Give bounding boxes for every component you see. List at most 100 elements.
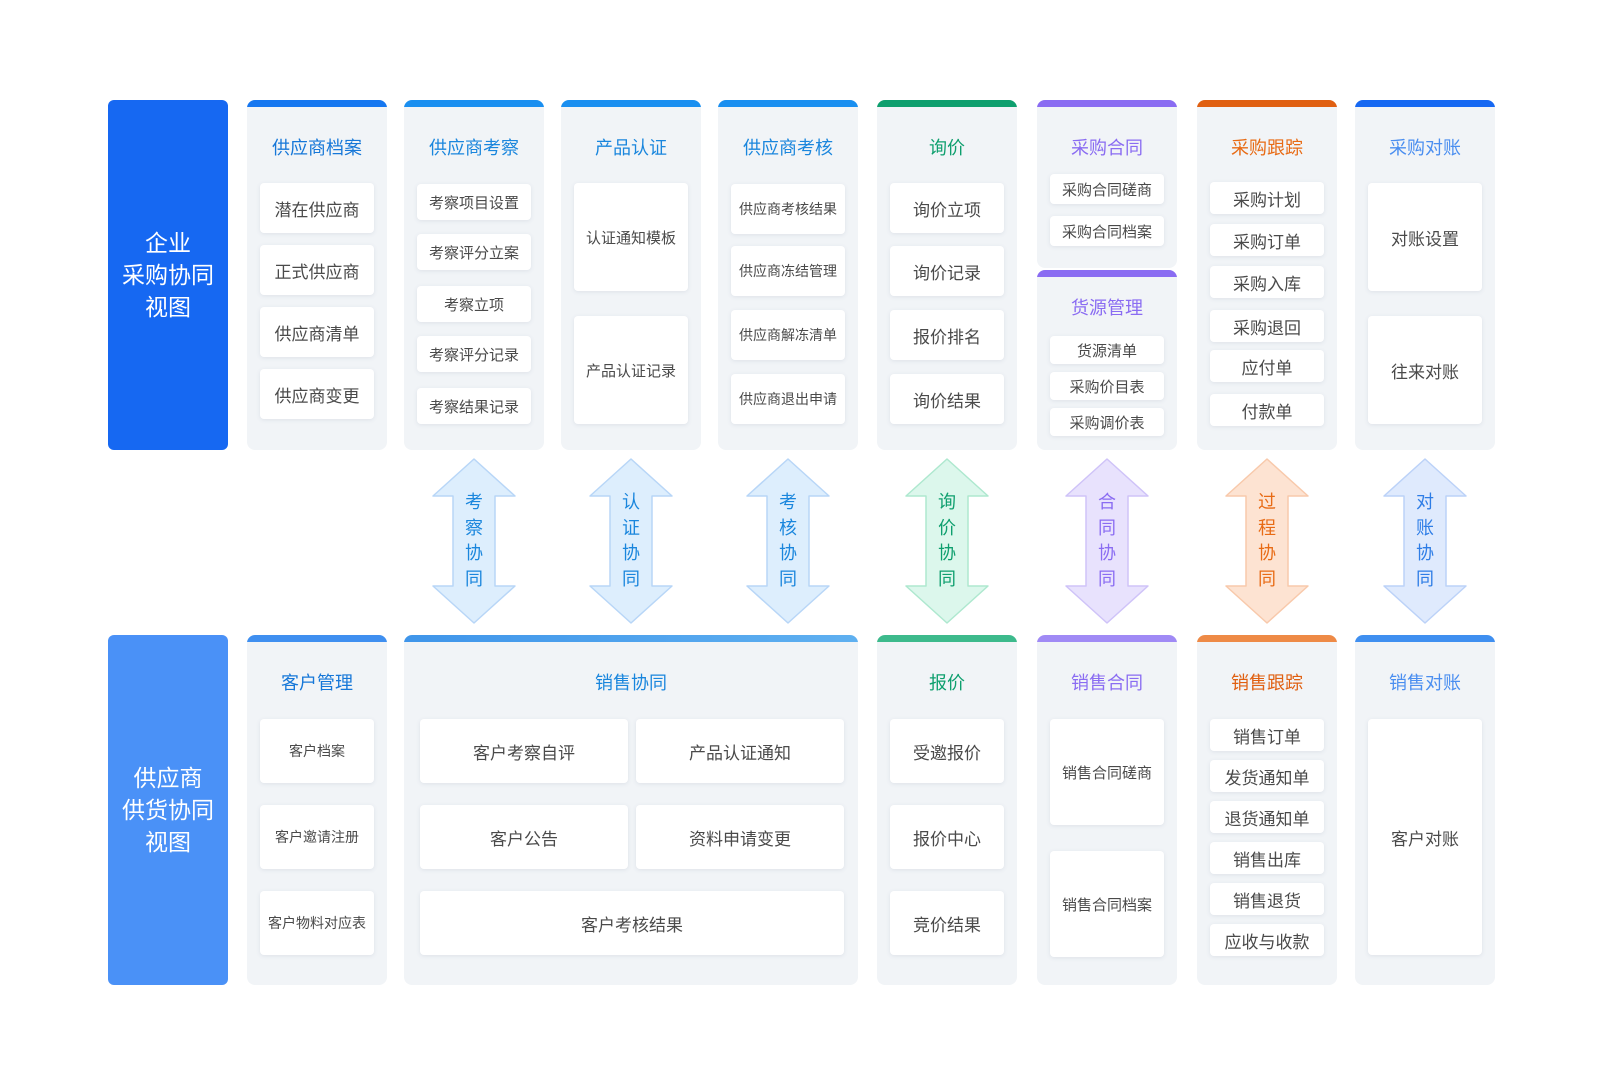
menu-card[interactable]: 潜在供应商 [260, 183, 374, 233]
inquiry-column: 询价 询价立项 询价记录 报价排名 询价结果 [877, 100, 1017, 450]
menu-card[interactable]: 报价中心 [890, 805, 1004, 869]
menu-card[interactable]: 考察评分记录 [417, 336, 531, 372]
arrow-char: 考 [465, 492, 483, 512]
menu-card[interactable]: 发货通知单 [1210, 760, 1324, 792]
menu-card[interactable]: 采购合同档案 [1050, 216, 1164, 246]
menu-card[interactable]: 资料申请变更 [636, 805, 844, 869]
menu-card[interactable]: 受邀报价 [890, 719, 1004, 783]
source-management-column: 货源管理 货源清单 采购价目表 采购调价表 [1037, 270, 1177, 450]
menu-card[interactable]: 供应商考核结果 [731, 184, 845, 234]
menu-card[interactable]: 货源清单 [1050, 336, 1164, 364]
menu-card[interactable]: 付款单 [1210, 394, 1324, 426]
column-accent-bar [561, 100, 701, 107]
menu-card[interactable]: 采购调价表 [1050, 408, 1164, 436]
arrow-char: 协 [1416, 543, 1434, 563]
menu-card[interactable]: 供应商变更 [260, 369, 374, 419]
column-title: 供应商考察 [429, 138, 519, 158]
double-arrow-icon [589, 458, 673, 624]
menu-card[interactable]: 正式供应商 [260, 245, 374, 295]
supplier-label-line: 视图 [145, 829, 191, 855]
menu-card[interactable]: 应付单 [1210, 350, 1324, 382]
double-arrow-icon [1383, 458, 1467, 624]
supplier-inspection-column: 供应商考察 考察项目设置 考察评分立案 考察立项 考察评分记录 考察结果记录 [404, 100, 544, 450]
menu-card[interactable]: 考察项目设置 [417, 184, 531, 220]
column-accent-bar [1197, 100, 1337, 107]
menu-card[interactable]: 采购订单 [1210, 224, 1324, 256]
purchase-reconciliation-column: 采购对账 对账设置 往来对账 [1355, 100, 1495, 450]
menu-card[interactable]: 应收与收款 [1210, 924, 1324, 956]
menu-card[interactable]: 采购退回 [1210, 310, 1324, 342]
menu-card[interactable]: 供应商清单 [260, 307, 374, 357]
menu-card[interactable]: 对账设置 [1368, 183, 1482, 291]
menu-card[interactable]: 客户档案 [260, 719, 374, 783]
menu-card[interactable]: 竞价结果 [890, 891, 1004, 955]
menu-card[interactable]: 询价立项 [890, 183, 1004, 233]
enterprise-label-line: 企业 [145, 230, 191, 256]
double-arrow-icon [905, 458, 989, 624]
menu-card[interactable]: 客户公告 [420, 805, 628, 869]
menu-card[interactable]: 销售出库 [1210, 842, 1324, 874]
menu-card[interactable]: 采购计划 [1210, 182, 1324, 214]
menu-card[interactable]: 考察评分立案 [417, 234, 531, 270]
arrow-char: 价 [938, 517, 956, 538]
column-accent-bar [877, 100, 1017, 107]
arrow-char: 同 [622, 568, 640, 589]
arrow-char: 认 [622, 492, 640, 512]
menu-card[interactable]: 销售合同磋商 [1050, 719, 1164, 825]
menu-card[interactable]: 供应商冻结管理 [731, 246, 845, 296]
column-title: 销售跟踪 [1231, 673, 1303, 693]
column-title: 采购跟踪 [1231, 138, 1303, 158]
menu-card[interactable]: 客户考核结果 [420, 891, 844, 955]
menu-card[interactable]: 考察立项 [417, 286, 531, 322]
purchase-contract-column: 采购合同 采购合同磋商 采购合同档案 [1037, 100, 1177, 268]
arrow-char: 同 [1258, 568, 1276, 589]
arrow-char: 核 [779, 517, 797, 538]
menu-card[interactable]: 采购入库 [1210, 266, 1324, 298]
column-accent-bar [1037, 100, 1177, 107]
menu-card[interactable]: 供应商解冻清单 [731, 310, 845, 360]
arrow-char: 协 [1098, 543, 1116, 563]
column-accent-bar [1355, 635, 1495, 642]
arrow-char: 同 [465, 568, 483, 589]
column-accent-bar [247, 635, 387, 642]
column-title: 销售对账 [1389, 673, 1461, 693]
menu-card[interactable]: 采购价目表 [1050, 372, 1164, 400]
menu-card[interactable]: 产品认证记录 [574, 316, 688, 424]
menu-card[interactable]: 产品认证通知 [636, 719, 844, 783]
column-title: 产品认证 [595, 138, 667, 158]
reconciliation-collab-arrow: 对 账 协 同 [1383, 458, 1467, 624]
process-collab-arrow: 过 程 协 同 [1225, 458, 1309, 624]
menu-card[interactable]: 询价记录 [890, 246, 1004, 296]
column-accent-bar [1037, 635, 1177, 642]
column-accent-bar [877, 635, 1017, 642]
supplier-label-line: 供应商 [133, 765, 203, 791]
menu-card[interactable]: 考察结果记录 [417, 388, 531, 424]
purchase-tracking-column: 采购跟踪 采购计划 采购订单 采购入库 采购退回 应付单 付款单 [1197, 100, 1337, 450]
menu-card[interactable]: 客户物料对应表 [260, 891, 374, 955]
menu-card[interactable]: 销售合同档案 [1050, 851, 1164, 957]
menu-card[interactable]: 供应商退出申请 [731, 374, 845, 424]
menu-card[interactable]: 客户邀请注册 [260, 805, 374, 869]
inspection-collab-arrow: 考 察 协 同 [432, 458, 516, 624]
sales-reconciliation-column: 销售对账 客户对账 [1355, 635, 1495, 985]
product-certification-column: 产品认证 认证通知模板 产品认证记录 [561, 100, 701, 450]
menu-card[interactable]: 客户考察自评 [420, 719, 628, 783]
arrow-char: 合 [1098, 492, 1116, 512]
contract-collab-arrow: 合 同 协 同 [1065, 458, 1149, 624]
double-arrow-icon [1065, 458, 1149, 624]
enterprise-procurement-view-label: 企业 采购协同 视图 [108, 100, 228, 450]
double-arrow-icon [1225, 458, 1309, 624]
menu-card[interactable]: 销售退货 [1210, 883, 1324, 915]
menu-card[interactable]: 往来对账 [1368, 316, 1482, 424]
menu-card[interactable]: 退货通知单 [1210, 801, 1324, 833]
menu-card[interactable]: 客户对账 [1368, 719, 1482, 955]
menu-card[interactable]: 采购合同磋商 [1050, 174, 1164, 204]
column-accent-bar [404, 100, 544, 107]
menu-card[interactable]: 报价排名 [890, 310, 1004, 360]
menu-card[interactable]: 询价结果 [890, 374, 1004, 424]
supplier-supply-view-label: 供应商 供货协同 视图 [108, 635, 228, 985]
menu-card[interactable]: 销售订单 [1210, 719, 1324, 751]
arrow-char: 程 [1258, 517, 1276, 538]
supplier-file-column: 供应商档案 潜在供应商 正式供应商 供应商清单 供应商变更 [247, 100, 387, 450]
menu-card[interactable]: 认证通知模板 [574, 183, 688, 291]
